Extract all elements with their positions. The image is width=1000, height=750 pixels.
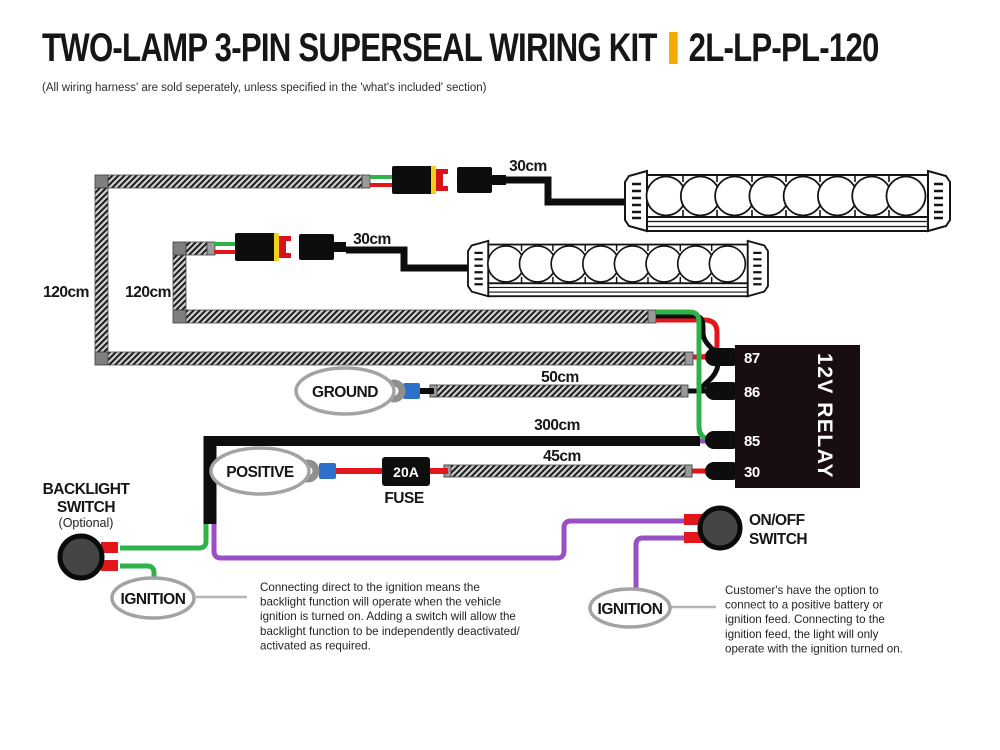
label-120cm-outer: 120cm xyxy=(43,284,89,301)
lamp-tail-2 xyxy=(214,233,471,272)
svg-text:operate with the ignition turn: operate with the ignition turned on. xyxy=(725,642,903,655)
svg-text:Customer's have the option to: Customer's have the option to xyxy=(725,584,879,597)
onoff-switch-label-2: SWITCH xyxy=(749,531,807,548)
blue-crimp-connector xyxy=(403,383,420,399)
svg-text:ignition feed, the light will: ignition feed, the light will only xyxy=(725,628,879,641)
lamp1-tail-wire xyxy=(506,176,628,206)
ignition-callout-left: IGNITION xyxy=(110,576,247,620)
ground-callout xyxy=(294,366,396,416)
backlight-wire-to-switch xyxy=(120,524,209,551)
lamp2-tail-wire xyxy=(346,246,471,272)
svg-text:backlight function to be indep: backlight function to be independently d… xyxy=(260,625,521,638)
note-left: Connecting direct to the ignition means … xyxy=(260,581,521,652)
svg-text:Connecting direct to the ignit: Connecting direct to the ignition means … xyxy=(260,581,480,594)
part-number: 2L-LP-PL-120 xyxy=(688,26,880,70)
relay-pin-85-label: 85 xyxy=(744,433,760,450)
backlight-switch-label-1: BACKLIGHT xyxy=(43,481,131,498)
superseal-connector-plug-2 xyxy=(299,234,334,260)
relay-label: 12V RELAY xyxy=(813,353,836,479)
onoff-switch-label-1: ON/OFF xyxy=(749,512,805,529)
svg-text:IGNITION: IGNITION xyxy=(598,601,663,618)
inline-fuse xyxy=(382,457,430,486)
relay-pin-86-label: 86 xyxy=(744,384,760,401)
superseal-connector-socket-2 xyxy=(235,233,276,261)
purple-wire-to-onoff xyxy=(211,518,686,561)
relay-pin-85-terminal xyxy=(705,431,741,449)
onoff-switch-button xyxy=(697,505,743,551)
backlight-switch-label-2: SWITCH xyxy=(57,499,115,516)
harness-loop-inner xyxy=(172,241,657,324)
label-120cm-inner: 120cm xyxy=(125,284,171,301)
backlight-switch-button xyxy=(57,533,105,581)
note-right: Customer's have the option to connect to… xyxy=(725,584,903,655)
relay-feed-wires xyxy=(656,309,721,443)
title-separator-bar xyxy=(669,32,678,64)
label-30cm-lamp1: 30cm xyxy=(509,158,547,175)
relay-body xyxy=(735,345,860,488)
ground-lead xyxy=(294,366,707,416)
fuse-label: FUSE xyxy=(384,490,424,507)
blue-crimp-connector xyxy=(319,463,336,479)
svg-text:connect to a positive battery: connect to a positive battery or xyxy=(725,599,883,612)
onoff-ignition-wire xyxy=(633,535,686,588)
backlight-optional-label: (Optional) xyxy=(59,516,114,530)
svg-text:backlight function will operat: backlight function will operate when the… xyxy=(260,596,501,609)
positive-lead xyxy=(209,446,707,496)
relay-pin-30-label: 30 xyxy=(744,464,760,481)
relay-pin-87-label: 87 xyxy=(744,350,760,367)
backlight-ignition-wire xyxy=(120,563,157,581)
light-bar-1 xyxy=(623,169,952,233)
svg-text:ignition is turned on. Adding: ignition is turned on. Adding a switch w… xyxy=(260,610,516,623)
label-30cm-lamp2: 30cm xyxy=(353,231,391,248)
relay-pin-30-terminal xyxy=(705,462,741,480)
ignition-callout-right: IGNITION xyxy=(588,587,716,629)
svg-text:activated as required.: activated as required. xyxy=(260,639,371,652)
ground-label: GROUND xyxy=(312,384,378,401)
label-300cm: 300cm xyxy=(534,417,580,434)
lamp-tail-1 xyxy=(370,166,628,206)
onoff-switch xyxy=(633,505,743,588)
svg-text:IGNITION: IGNITION xyxy=(121,591,186,608)
fuse-rating-label: 20A xyxy=(393,464,419,480)
relay-pin-86-terminal xyxy=(705,382,741,400)
page-title: TWO-LAMP 3-PIN SUPERSEAL WIRING KIT 2L-LP… xyxy=(42,26,879,71)
label-45cm: 45cm xyxy=(543,448,581,465)
harness-loop-outer xyxy=(94,174,707,366)
kit-title: TWO-LAMP 3-PIN SUPERSEAL WIRING KIT xyxy=(42,26,657,70)
positive-callout xyxy=(209,446,311,496)
superseal-connector-plug-1 xyxy=(457,167,492,193)
light-bar-2 xyxy=(466,239,770,298)
label-50cm: 50cm xyxy=(541,369,579,386)
relay-pin-87-terminal xyxy=(705,348,741,366)
relay: 87 86 85 30 12V RELAY xyxy=(705,345,860,488)
disclaimer-text: (All wiring harness' are sold seperately… xyxy=(42,82,487,94)
switch-lead xyxy=(120,436,708,561)
svg-text:ignition feed. Connecting to t: ignition feed. Connecting to the xyxy=(725,613,885,626)
positive-label: POSITIVE xyxy=(226,464,294,481)
backlight-switch xyxy=(57,533,157,581)
superseal-connector-socket-1 xyxy=(392,166,433,194)
